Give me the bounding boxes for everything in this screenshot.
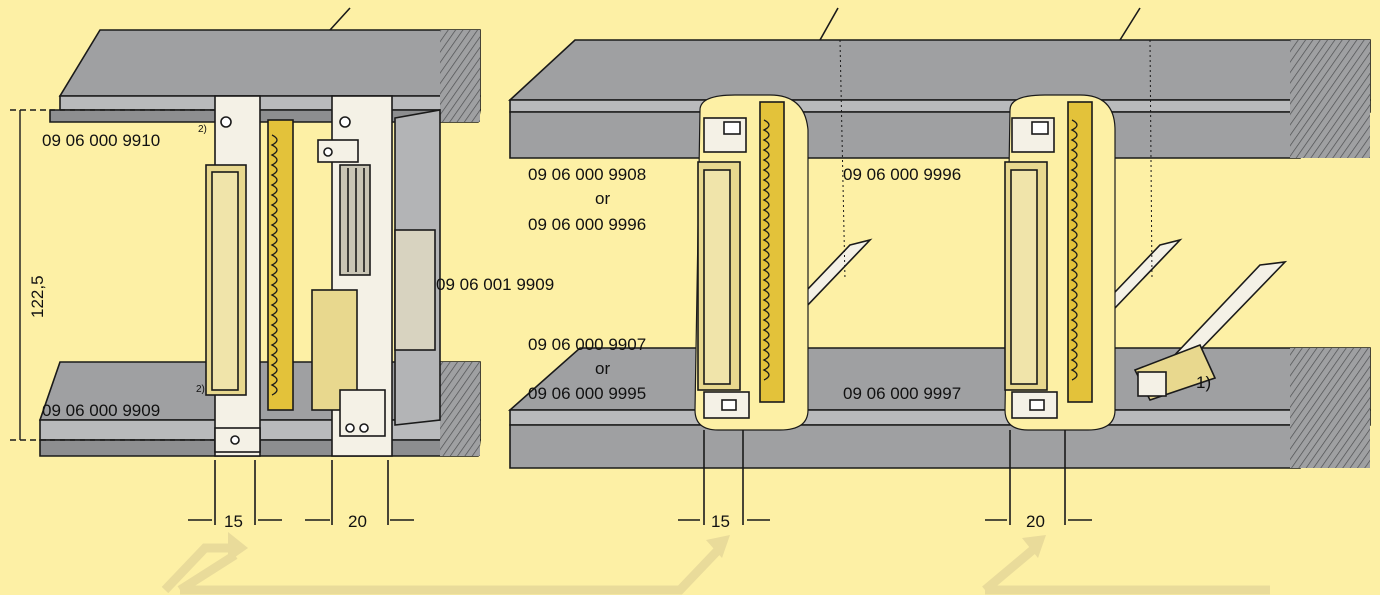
height-dimension: [10, 109, 215, 441]
arrow-left-up: [177, 551, 238, 594]
dimension-left-b: 20: [348, 512, 367, 531]
background-arrows: [161, 532, 1270, 595]
part-label-center-top-a: 09 06 000 9908: [528, 165, 646, 184]
arrow-left: [161, 543, 230, 594]
labels: 09 06 000 9910 2) 09 06 000 9909 2) 09 0…: [28, 124, 1211, 531]
left-assembly: [10, 7, 481, 525]
dimension-center: 15: [711, 512, 730, 531]
dimension-left-a: 15: [224, 512, 243, 531]
dimension-height: 122,5: [28, 275, 47, 318]
center-contact-strip: [759, 101, 785, 403]
footnote-marker: 1): [1196, 373, 1211, 392]
arrow-right-head: [1022, 535, 1046, 558]
or-center-bottom: or: [595, 359, 610, 378]
center-bottom-bracket: [703, 391, 750, 419]
note-left-bottom: 2): [196, 384, 205, 395]
or-center-top: or: [595, 189, 610, 208]
part-label-left-top: 09 06 000 9910: [42, 131, 160, 150]
part-label-right-top: 09 06 000 9996: [843, 165, 961, 184]
right-top-rail: [507, 39, 1371, 101]
left-top-rail: [58, 29, 481, 97]
arrow-center-base: [180, 544, 724, 595]
part-label-middle: 09 06 001 9909: [436, 275, 554, 294]
arrow-right-base: [982, 544, 1038, 594]
part-label-center-bottom-b: 09 06 000 9995: [528, 384, 646, 403]
note-left-top: 2): [198, 124, 207, 135]
part-label-right-bottom: 09 06 000 9997: [843, 384, 961, 403]
part-label-left-bottom: 09 06 000 9909: [42, 401, 160, 420]
right-contact-strip: [1067, 101, 1093, 403]
right-bottom-bracket: [1011, 391, 1058, 419]
dimension-right: 20: [1026, 512, 1045, 531]
arrow-center-head: [706, 535, 730, 558]
guide-rail-3: [1167, 260, 1288, 362]
right-assembly: [507, 7, 1371, 525]
part-label-center-bottom-a: 09 06 000 9907: [528, 335, 646, 354]
part-label-center-top-b: 09 06 000 9996: [528, 215, 646, 234]
